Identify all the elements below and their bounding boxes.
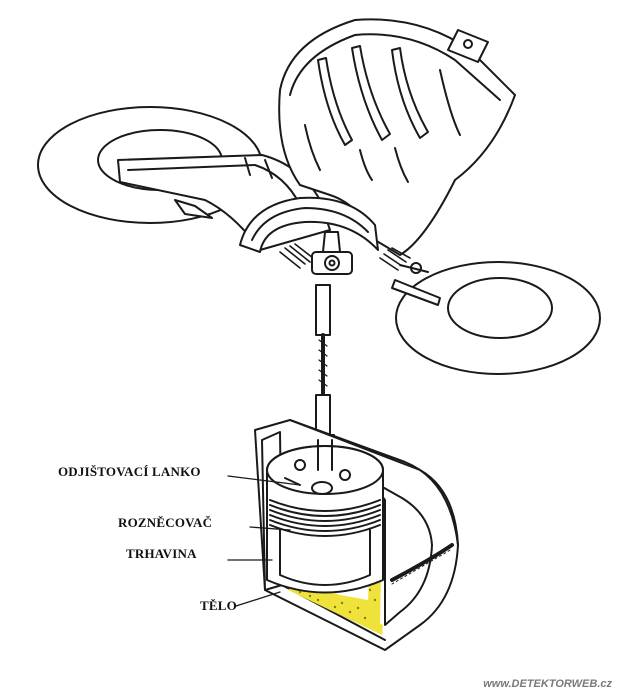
watermark: www.DETEKTORWEB.cz bbox=[483, 678, 612, 690]
hood-casing bbox=[278, 18, 516, 256]
label-explosive: TRHAVINA bbox=[126, 546, 197, 561]
hinge-mechanism bbox=[279, 231, 441, 306]
right-wing-disc bbox=[395, 261, 601, 375]
label-safety-cable: ODJIŠTOVACÍ LANKO bbox=[58, 464, 201, 479]
label-body: TĚLO bbox=[200, 598, 237, 613]
callout-leaders bbox=[227, 475, 301, 607]
saddle-arch bbox=[239, 196, 379, 253]
fuze-cylinder bbox=[266, 439, 384, 594]
label-fuze: ROZNĚCOVAČ bbox=[118, 515, 213, 530]
